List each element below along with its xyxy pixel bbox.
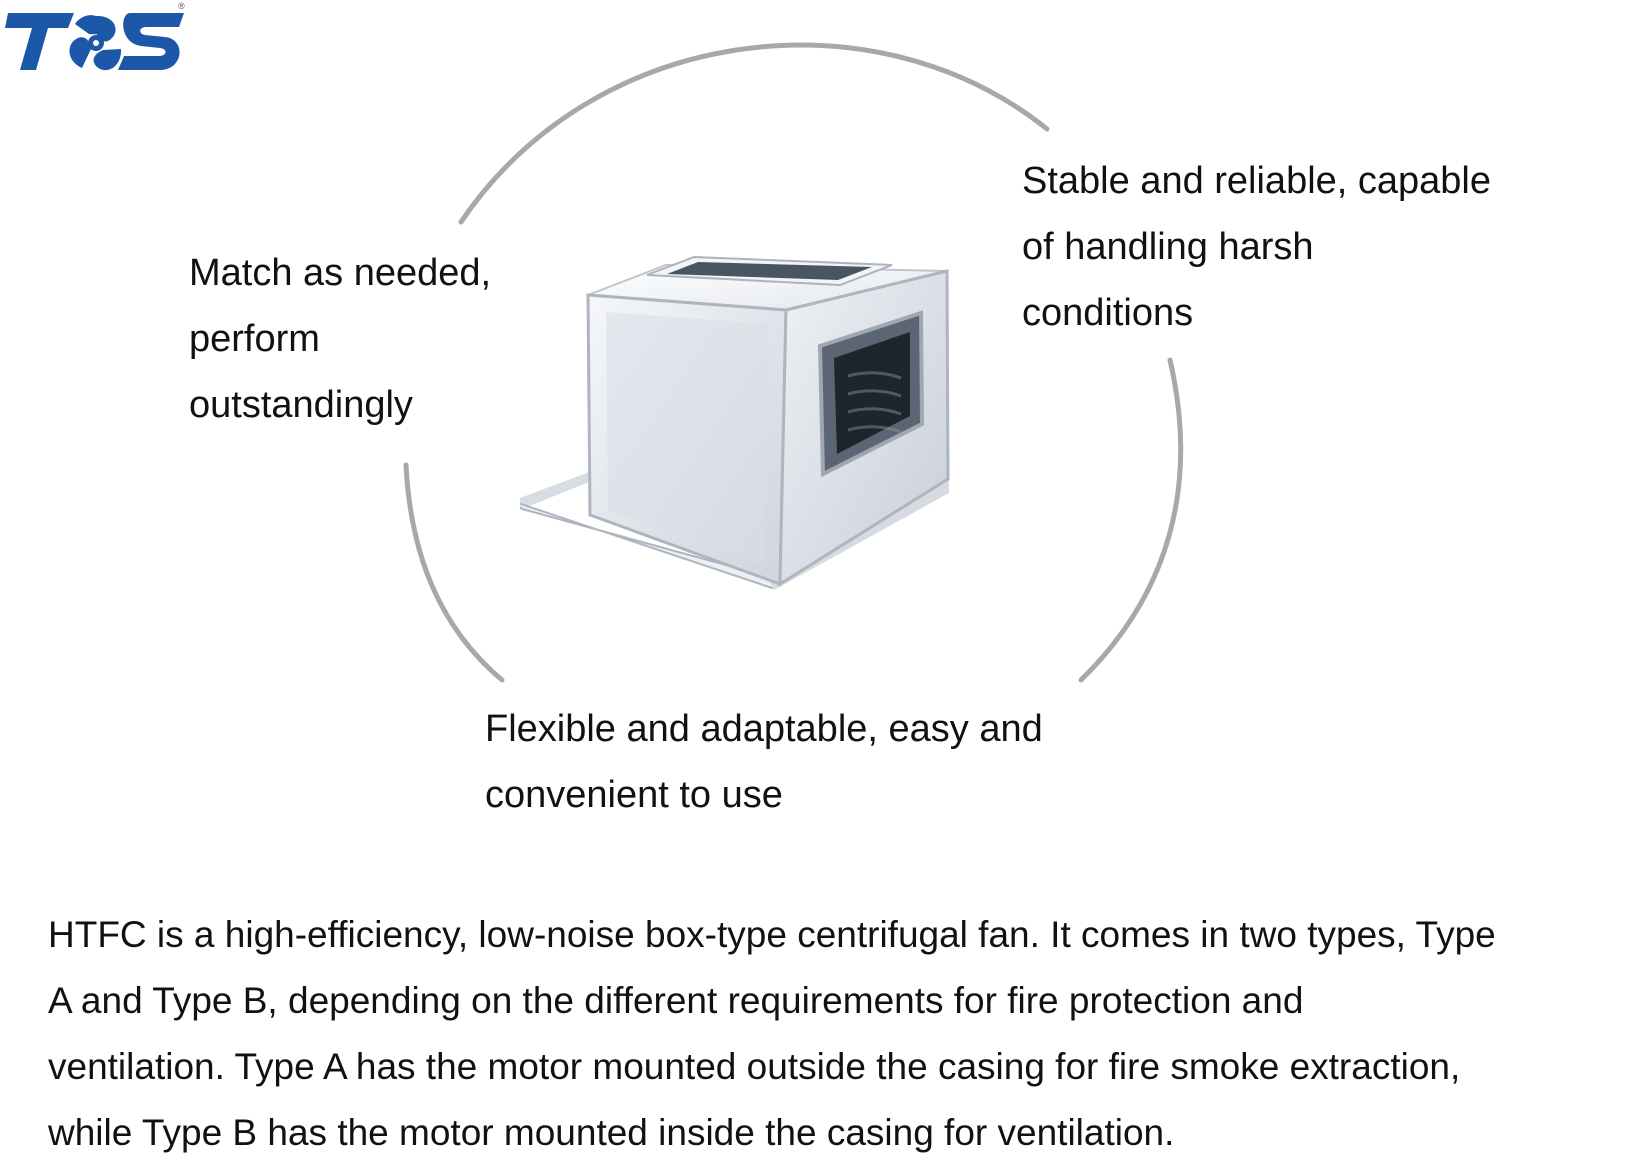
circle-arc-left [403,462,505,683]
feature-stable-reliable: Stable and reliable, capable of handling… [1022,160,1492,334]
circle-arc-right [1078,357,1184,683]
box-centrifugal-fan-image [520,255,950,590]
circle-arc-top [458,42,1050,225]
registered-mark: ® [178,1,185,11]
fan-box-illustration [520,255,950,590]
tos-logo: ® [5,1,185,71]
feature-match-as-needed: Match as needed, perform outstandingly [189,252,492,426]
fan-icon [69,15,123,71]
product-description: HTFC is a high-efficiency, low-noise box… [48,914,1496,1153]
feature-flexible-adaptable: Flexible and adaptable, easy and conveni… [485,708,1043,816]
